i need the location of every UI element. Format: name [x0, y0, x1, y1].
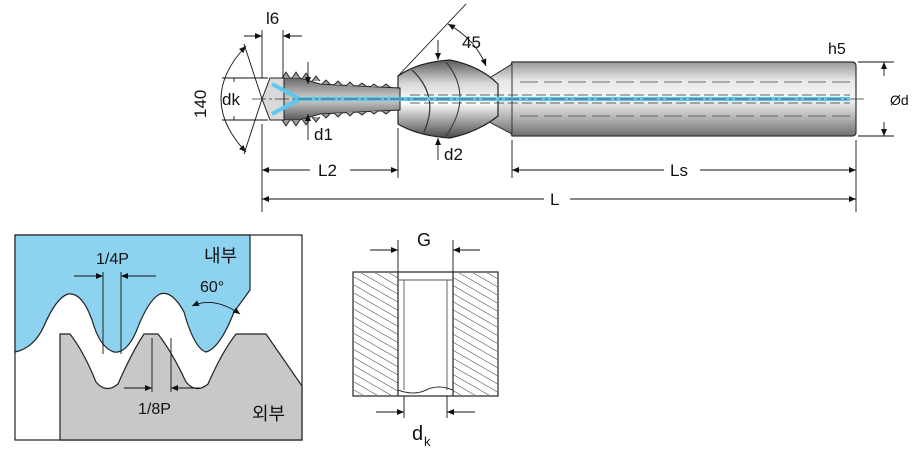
tool-dimensions — [220, 3, 894, 212]
internal-thread-region — [14, 234, 251, 353]
tool-labels: l6 45 140 dk d1 d2 h5 Ød L2 Ls L — [191, 9, 909, 209]
hole-section: G d k — [352, 230, 499, 449]
hatch-left — [354, 273, 398, 395]
label-eighth-pitch: 1/8P — [138, 401, 171, 418]
label-dk-sub: k — [424, 434, 431, 449]
label-d2: d2 — [444, 145, 463, 164]
thread-profile-panel: 1/4P 내부 60° 1/8P 외부 — [14, 234, 303, 441]
external-thread-region — [59, 333, 303, 441]
label-L: L — [550, 190, 559, 209]
label-l6: l6 — [266, 9, 279, 28]
label-external: 외부 — [252, 404, 285, 425]
label-g: G — [417, 230, 431, 250]
label-dk: dk — [222, 90, 240, 109]
label-d1: d1 — [314, 125, 333, 144]
label-od: Ød — [890, 92, 909, 108]
label-h5: h5 — [828, 41, 846, 58]
label-45: 45 — [462, 33, 481, 52]
tool-thread-teeth — [281, 71, 391, 127]
label-angle: 60° — [200, 279, 224, 296]
hatch-right — [453, 273, 497, 395]
label-quarter-pitch: 1/4P — [96, 251, 129, 268]
label-140: 140 — [191, 90, 210, 118]
label-L2: L2 — [318, 161, 337, 180]
label-dk-main: d — [412, 423, 423, 445]
tool-drawing — [252, 59, 866, 139]
label-Ls: Ls — [670, 161, 688, 180]
label-internal: 내부 — [204, 246, 237, 267]
